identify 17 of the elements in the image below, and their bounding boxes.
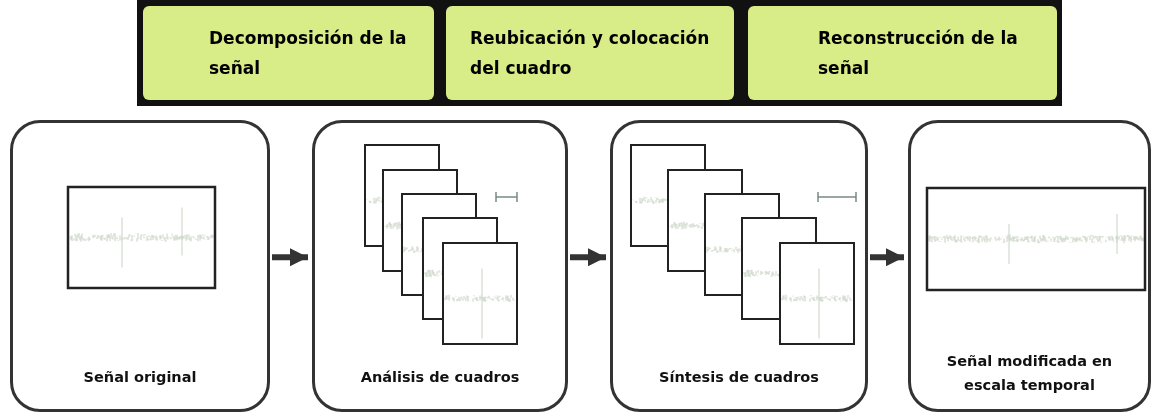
- process-panel: [10, 120, 270, 412]
- panel-label: Síntesis de cuadros: [659, 369, 819, 385]
- stage-box: [446, 6, 734, 100]
- panel-label: Señal modificada en escala temporal: [946, 353, 1113, 393]
- process-panel: [908, 120, 1151, 412]
- stage-box: [748, 6, 1057, 100]
- arrow: [570, 248, 606, 267]
- process-panel: [312, 120, 568, 412]
- stage-box: [143, 6, 434, 100]
- step-label: Decomposición de la señal: [209, 28, 407, 78]
- panel-label: Análisis de cuadros: [360, 369, 520, 385]
- arrow: [272, 248, 308, 267]
- step-label: Reconstrucción de la señal: [818, 28, 1018, 78]
- process-panel: [610, 120, 868, 412]
- panel-label: Señal original: [83, 369, 197, 385]
- arrow: [870, 248, 904, 267]
- step-label: Reubicación y colocación del cuadro: [470, 28, 710, 78]
